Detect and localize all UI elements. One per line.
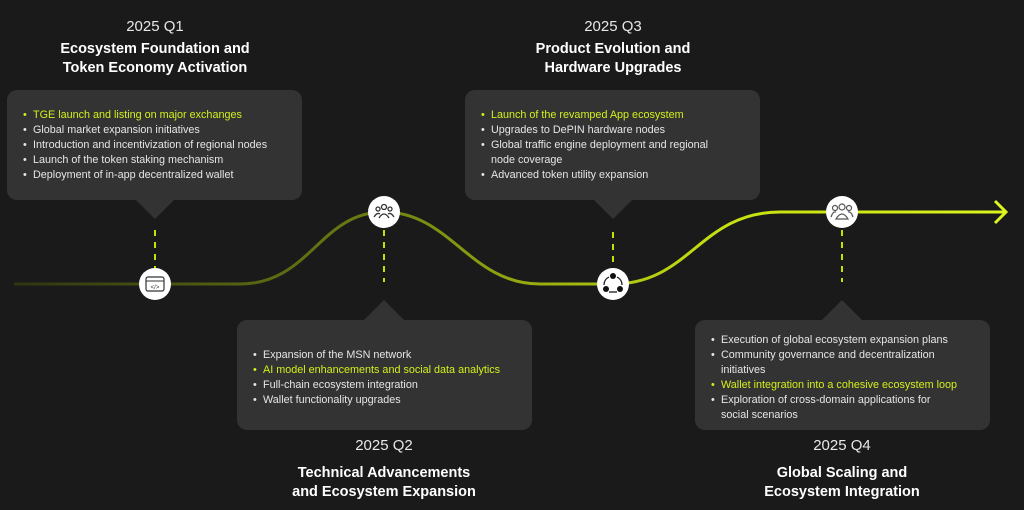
milestone-item: Upgrades to DePIN hardware nodes [481,123,748,138]
q1-card-pointer [135,199,175,219]
milestone-item: Community governance and decentralizatio… [711,348,978,363]
phase-q3-card: Launch of the revamped App ecosystemUpgr… [465,90,760,200]
q4-card-pointer [822,300,862,320]
milestone-item: Wallet functionality upgrades [253,393,520,408]
milestone-item: TGE launch and listing on major exchange… [23,108,290,123]
timeline-curve [14,210,1005,286]
people-network-icon [368,196,400,228]
milestone-item: Execution of global ecosystem expansion … [711,333,978,348]
phase-q4-card: Execution of global ecosystem expansion … [695,320,990,430]
community-icon [826,196,858,228]
milestone-item: AI model enhancements and social data an… [253,363,520,378]
milestone-item: Introduction and incentivization of regi… [23,138,290,153]
milestone-item: Launch of the token staking mechanism [23,153,290,168]
code-window-icon: </> [139,268,171,300]
q2-card-pointer [364,300,404,320]
milestone-item: Advanced token utility expansion [481,168,748,183]
milestone-item: Expansion of the MSN network [253,348,520,363]
milestone-item: Deployment of in-app decentralized walle… [23,168,290,183]
milestone-item: initiatives [721,364,766,376]
arrow-head-icon [993,199,1009,225]
phase-q2-card: Expansion of the MSN networkAI model enh… [237,320,532,430]
milestone-item: Exploration of cross-domain applications… [711,393,978,408]
network-cycle-icon [597,268,629,300]
milestone-item: Wallet integration into a cohesive ecosy… [711,378,978,393]
svg-text:</>: </> [151,285,160,291]
milestone-item: social scenarios [721,409,798,421]
q3-card-pointer [593,199,633,219]
milestone-item: Launch of the revamped App ecosystem [481,108,748,123]
milestone-item: node coverage [491,154,563,166]
milestone-item: Global traffic engine deployment and reg… [481,138,748,153]
milestone-item: Global market expansion initiatives [23,123,290,138]
phase-q1-card: TGE launch and listing on major exchange… [7,90,302,200]
milestone-item: Full-chain ecosystem integration [253,378,520,393]
